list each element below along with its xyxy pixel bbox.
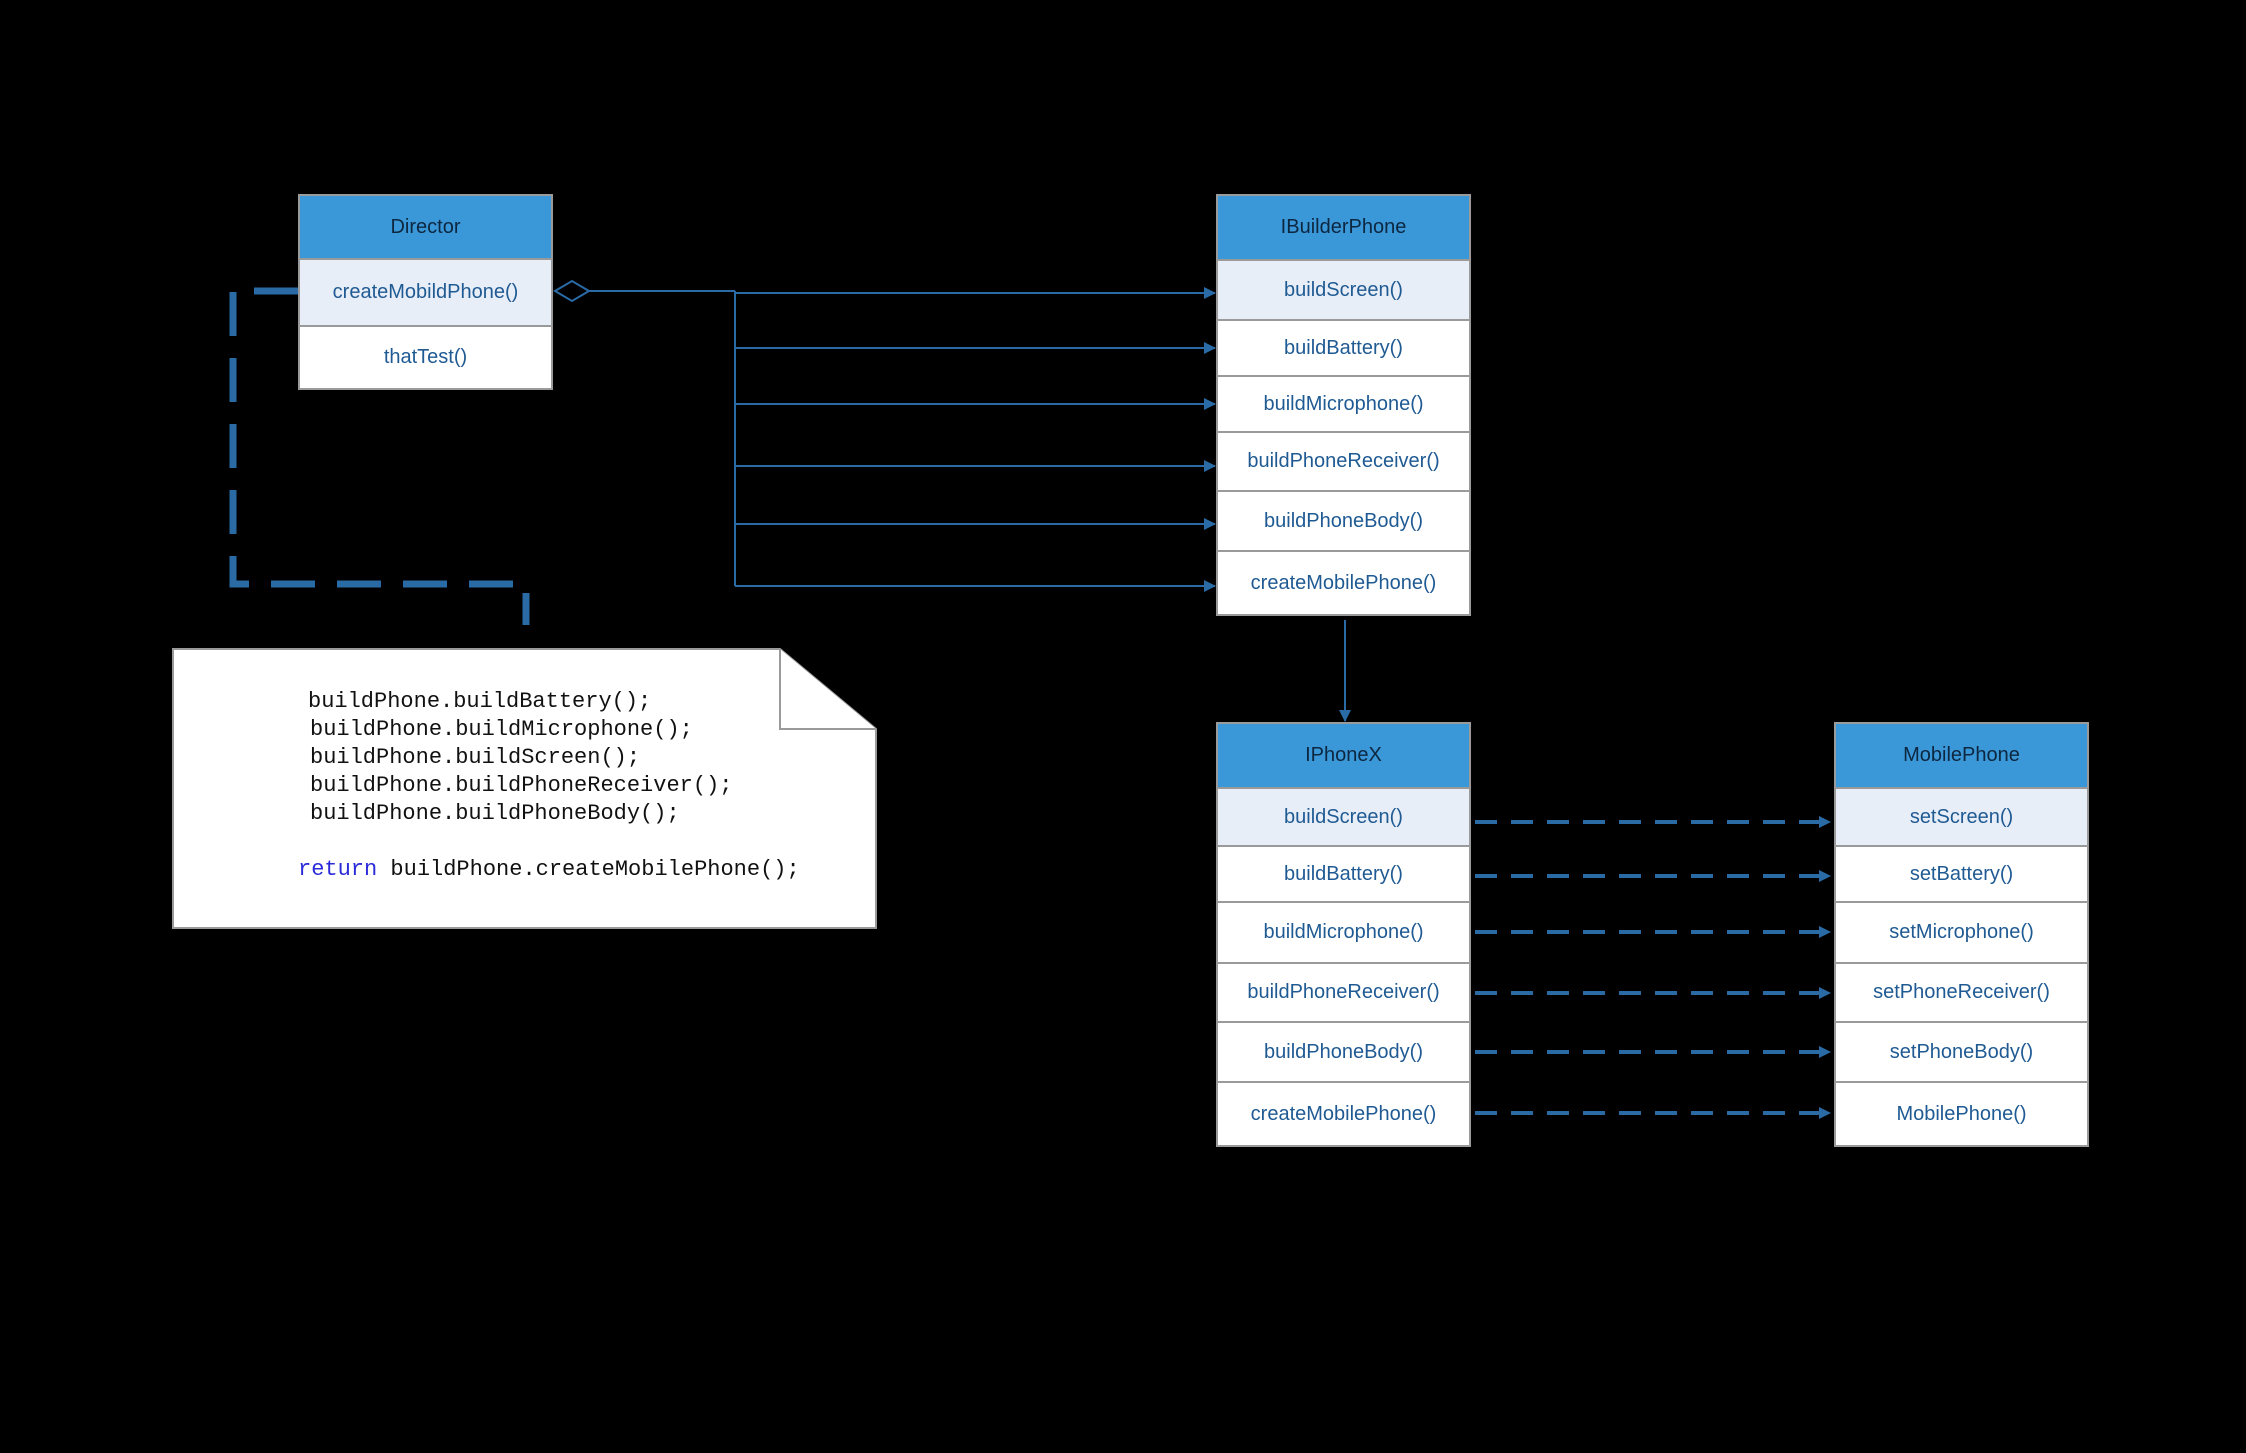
director-class[interactable]: Director createMobildPhone() thatTest() bbox=[298, 194, 553, 390]
mobilephone-title: MobilePhone bbox=[1836, 724, 2087, 789]
iphonex-method[interactable]: buildBattery() bbox=[1218, 847, 1469, 903]
director-method-thattest[interactable]: thatTest() bbox=[383, 346, 468, 368]
dependency-arrows bbox=[1475, 816, 1831, 1119]
mobilephone-method[interactable]: MobilePhone() bbox=[1896, 1102, 2027, 1125]
ibuilderphone-class[interactable]: IBuilderPhone buildScreen() buildBattery… bbox=[1216, 194, 1471, 616]
ibuilderphone-method[interactable]: buildScreen() bbox=[1218, 261, 1469, 321]
iphonex-method[interactable]: buildPhoneReceiver() bbox=[1218, 964, 1469, 1023]
iphonex-method[interactable]: createMobilePhone() bbox=[1250, 1102, 1437, 1125]
code-line: buildPhone.buildScreen(); bbox=[310, 745, 641, 770]
ibuilderphone-method[interactable]: buildMicrophone() bbox=[1218, 377, 1469, 433]
director-method-create[interactable]: createMobildPhone() bbox=[300, 260, 551, 327]
code-return-expr: buildPhone.createMobilePhone(); bbox=[390, 857, 800, 882]
ibuilderphone-title: IBuilderPhone bbox=[1218, 196, 1469, 261]
code-return-keyword: return bbox=[298, 857, 378, 882]
iphonex-method[interactable]: buildScreen() bbox=[1218, 789, 1469, 847]
mobilephone-method[interactable]: setScreen() bbox=[1836, 789, 2087, 847]
mobilephone-class[interactable]: MobilePhone setScreen() setBattery() set… bbox=[1834, 722, 2089, 1147]
code-note bbox=[172, 648, 877, 929]
mobilephone-method[interactable]: setPhoneReceiver() bbox=[1836, 964, 2087, 1023]
code-note-text: buildPhone.buildBattery(); buildPhone.bui… bbox=[200, 688, 800, 884]
ibuilderphone-method[interactable]: buildPhoneBody() bbox=[1218, 492, 1469, 552]
code-line: buildPhone.buildPhoneReceiver(); bbox=[310, 773, 733, 798]
code-line: buildPhone.buildPhoneBody(); bbox=[310, 801, 680, 826]
mobilephone-method[interactable]: setPhoneBody() bbox=[1836, 1023, 2087, 1083]
ibuilderphone-method[interactable]: createMobilePhone() bbox=[1250, 571, 1437, 594]
iphonex-class[interactable]: IPhoneX buildScreen() buildBattery() bui… bbox=[1216, 722, 1471, 1147]
iphonex-method[interactable]: buildPhoneBody() bbox=[1218, 1023, 1469, 1083]
iphonex-method[interactable]: buildMicrophone() bbox=[1218, 903, 1469, 964]
mobilephone-method[interactable]: setBattery() bbox=[1836, 847, 2087, 903]
director-title: Director bbox=[300, 196, 551, 260]
aggregation-connector bbox=[553, 279, 1216, 592]
iphonex-title: IPhoneX bbox=[1218, 724, 1469, 789]
mobilephone-method[interactable]: setMicrophone() bbox=[1836, 903, 2087, 964]
code-line: buildPhone.buildMicrophone(); bbox=[310, 717, 693, 742]
ibuilderphone-method[interactable]: buildBattery() bbox=[1218, 321, 1469, 377]
code-line: buildPhone.buildBattery(); bbox=[308, 689, 652, 714]
ibuilderphone-method[interactable]: buildPhoneReceiver() bbox=[1218, 433, 1469, 492]
note-link bbox=[229, 287, 530, 625]
